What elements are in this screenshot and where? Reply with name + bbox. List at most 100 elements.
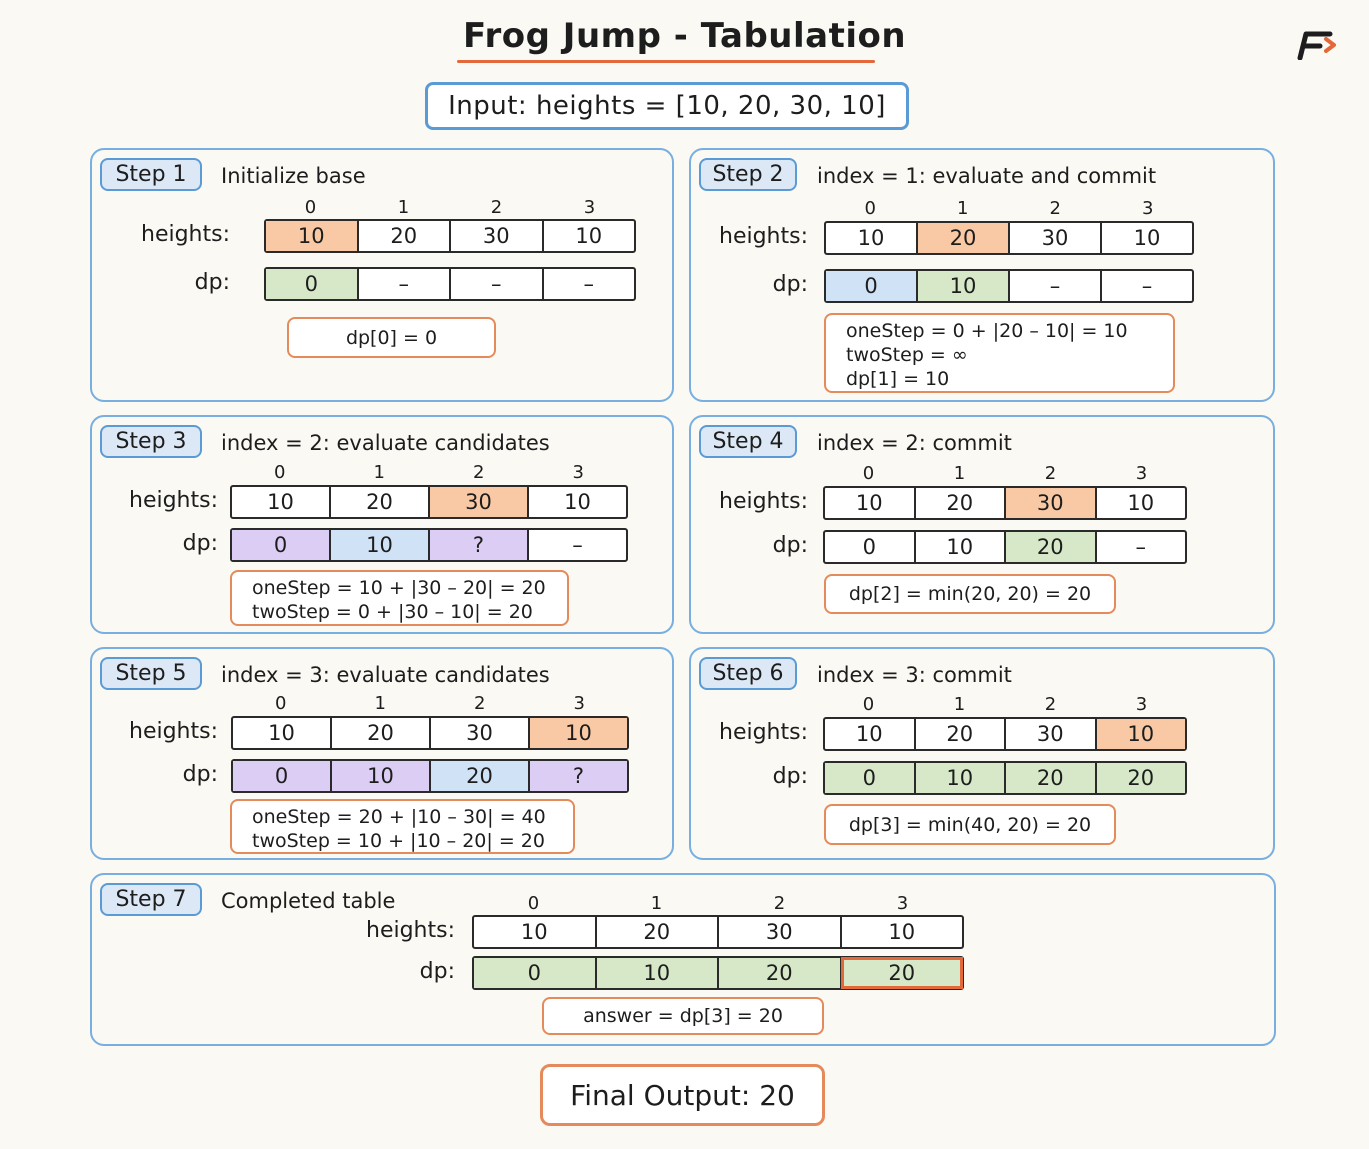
column-index: 2 [1044, 694, 1057, 715]
heights-cell: 30 [430, 487, 529, 517]
dp-cell: 20 [1006, 532, 1097, 562]
heights-row-label: heights: [129, 488, 218, 513]
column-index: 1 [397, 197, 410, 218]
column-index: 1 [957, 198, 969, 219]
step-heading: Completed table [221, 889, 396, 913]
heights-cell: 20 [359, 221, 451, 251]
column-index: 2 [1049, 198, 1061, 219]
heights-cell: 10 [232, 487, 331, 517]
column-index: 3 [1142, 198, 1154, 219]
heights-cell: 10 [1133, 226, 1161, 250]
heights-row-label: heights: [141, 222, 230, 247]
step-badge: Step 7 [100, 883, 202, 916]
step-badge: Step 1 [100, 158, 202, 191]
heights-cell: 20 [916, 488, 1006, 518]
step-panel-3 [90, 415, 674, 634]
dp-cell: 0 [232, 530, 331, 560]
dp-cell: 20 [431, 761, 530, 791]
heights-cell: 10 [564, 490, 591, 514]
heights-cell: 30 [451, 221, 544, 251]
dp-row-label: dp: [194, 270, 230, 295]
step-badge: Step 6 [699, 657, 797, 690]
note-line: twoStep = 0 + |30 – 10| = 20 [252, 601, 533, 623]
column-index: 2 [1044, 463, 1057, 484]
page-title: Frog Jump - Tabulation [462, 16, 907, 56]
dp-cell: 10 [596, 958, 719, 988]
dp-cell: 0 [233, 761, 332, 791]
heights-cell: 10 [474, 917, 597, 947]
heights-cell: 30 [1010, 223, 1102, 253]
step-panel-2 [689, 148, 1275, 402]
dp-cell: 20 [719, 958, 842, 988]
heights-cell: 20 [597, 917, 719, 947]
column-index: 3 [1135, 463, 1148, 484]
step-heading: index = 1: evaluate and commit [817, 164, 1157, 188]
heights-row-label: heights: [719, 720, 808, 745]
step-panel-4 [689, 415, 1275, 634]
column-index: 2 [474, 693, 486, 714]
heights-cell: 20 [916, 719, 1006, 749]
dp-cell: – [451, 269, 544, 299]
note-line: answer = dp[3] = 20 [583, 1005, 783, 1027]
step-note: dp[2] = min(20, 20) = 20 [824, 574, 1116, 614]
note-line: twoStep = ∞ [846, 344, 968, 366]
column-index: 0 [274, 462, 286, 483]
column-index: 3 [573, 693, 585, 714]
dp-cell: 0 [826, 271, 918, 301]
heights-cell: 10 [233, 718, 332, 748]
heights-cell: 10 [575, 224, 603, 248]
note-line: oneStep = 20 + |10 – 30| = 40 [252, 806, 546, 828]
heights-cell: 10 [530, 718, 627, 748]
step-panel-7 [90, 873, 1276, 1046]
step-heading: index = 3: evaluate candidates [221, 663, 550, 687]
heights-cell: 20 [332, 718, 431, 748]
column-index: 0 [862, 694, 875, 715]
dp-row-label: dp: [772, 764, 808, 789]
step-panel-6 [689, 647, 1275, 860]
step-note: dp[0] = 0 [287, 317, 496, 358]
dp-row-label: dp: [772, 533, 808, 558]
note-line: oneStep = 10 + |30 – 20| = 20 [252, 577, 546, 599]
dp-row-label: dp: [182, 762, 218, 787]
heights-row-label: heights: [719, 224, 808, 249]
dp-cell: 0 [825, 763, 916, 793]
step-badge: Step 5 [100, 657, 202, 690]
dp-row-label: dp: [772, 272, 808, 297]
heights-cell: 10 [825, 719, 916, 749]
step-heading: index = 2: evaluate candidates [221, 431, 550, 455]
step-heading: Initialize base [221, 164, 366, 188]
heights-cell: 30 [1006, 719, 1097, 749]
dp-cell: 20 [840, 957, 963, 989]
heights-row-label: heights: [719, 489, 808, 514]
column-index: 0 [862, 463, 875, 484]
column-index: 2 [773, 893, 786, 914]
heights-cell: 30 [719, 917, 842, 947]
note-line: dp[0] = 0 [345, 326, 438, 349]
note-line: oneStep = 0 + |20 – 10| = 10 [846, 320, 1128, 342]
dp-cell: – [359, 269, 451, 299]
dp-cell: 0 [266, 269, 359, 299]
note-line: dp[2] = min(20, 20) = 20 [848, 583, 1092, 605]
dp-cell: 10 [916, 532, 1006, 562]
heights-row-label: heights: [366, 918, 455, 943]
step-heading: index = 2: commit [817, 431, 1012, 455]
step-panel-1 [90, 148, 674, 402]
dp-row-label: dp: [419, 959, 455, 984]
column-index: 3 [583, 197, 596, 218]
dp-cell: 10 [918, 271, 1010, 301]
column-index: 2 [490, 197, 503, 218]
dp-cell: ? [430, 530, 529, 560]
dp-cell: ? [530, 761, 627, 791]
final-output-box: Final Output: 20 [540, 1064, 825, 1126]
column-index: 3 [1135, 694, 1148, 715]
